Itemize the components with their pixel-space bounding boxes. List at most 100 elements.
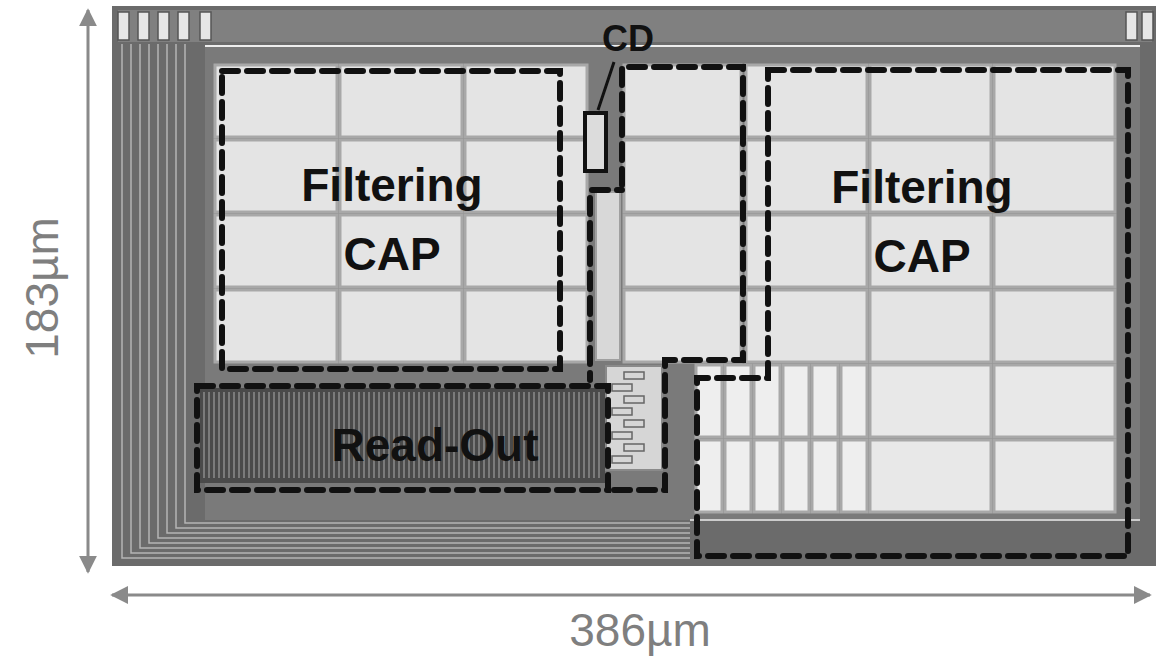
cap-cell (812, 365, 838, 437)
region-outline (694, 67, 1131, 559)
wire (158, 44, 690, 538)
dimension-width: 386µm (569, 603, 711, 657)
stripe (568, 392, 570, 478)
wire (122, 44, 690, 558)
stripe (323, 392, 325, 478)
wire (185, 44, 690, 523)
cap-cell (746, 290, 867, 362)
region-label: Filtering CAP (797, 153, 1047, 291)
cap-cell (870, 365, 991, 437)
stripe (203, 392, 205, 478)
cap-cell (783, 440, 809, 512)
cap-cell (624, 140, 741, 212)
cap-cell (624, 215, 741, 287)
cap-cell (215, 290, 337, 362)
stripe (283, 392, 285, 478)
stripe (268, 392, 270, 478)
transistor (612, 384, 632, 391)
stripe (553, 392, 555, 478)
stripe (558, 392, 560, 478)
transistor (624, 396, 644, 403)
cap-cell (465, 140, 587, 212)
cap-cell (340, 290, 462, 362)
region-label: Filtering CAP (267, 151, 517, 289)
region-outline (585, 113, 606, 171)
stripe (293, 392, 295, 478)
dimension-arrow (87, 10, 90, 572)
stripe (248, 392, 250, 478)
cap-cell (870, 65, 991, 137)
cap-cell (725, 440, 751, 512)
die-ground (112, 6, 1156, 566)
stripe (258, 392, 260, 478)
stripe (548, 392, 550, 478)
stripe (273, 392, 275, 478)
stripe (288, 392, 290, 478)
transistor (624, 444, 644, 451)
dashed-region (590, 190, 622, 380)
capacitor-cd: CD (585, 113, 606, 171)
component-label: CD (588, 12, 668, 66)
amp-block (606, 366, 662, 470)
amp-detail (612, 372, 644, 463)
stripe (298, 392, 300, 478)
stripe (543, 392, 545, 478)
cap-cell (340, 65, 462, 137)
stripe (223, 392, 225, 478)
leader-line (598, 62, 614, 110)
readout-block (200, 388, 605, 483)
wire (167, 44, 690, 533)
dimension-arrow (112, 594, 1150, 597)
region-outline (219, 68, 563, 372)
cap-cell (994, 215, 1115, 287)
stripe (308, 392, 310, 478)
core-area (205, 46, 1140, 520)
region-border (585, 113, 606, 171)
stripe (583, 392, 585, 478)
stripe (208, 392, 210, 478)
transistor (624, 420, 644, 427)
stripe (593, 392, 595, 478)
cap-cell (754, 440, 780, 512)
stripe (228, 392, 230, 478)
bond-pad (1142, 12, 1153, 40)
capacitor-cells (215, 65, 1115, 512)
bond-pad (158, 12, 169, 40)
stripe (253, 392, 255, 478)
cap-cell (841, 365, 867, 437)
cap-cell (783, 365, 809, 437)
layout-region: Filtering CAP (219, 68, 563, 372)
stripe (303, 392, 305, 478)
layout-region: Filtering CAP (694, 67, 1131, 559)
wire (149, 44, 690, 543)
stripe (328, 392, 330, 478)
cap-cell (994, 440, 1115, 512)
cap-cell (870, 290, 991, 362)
cap-cell (215, 65, 337, 137)
dashed-region (608, 67, 743, 490)
stripe (243, 392, 245, 478)
wire (690, 519, 1140, 521)
bond-pad (138, 12, 149, 40)
stripe (573, 392, 575, 478)
transistor (612, 408, 632, 415)
region-label: Read-Out (270, 411, 600, 480)
bond-pad (1126, 12, 1137, 40)
cap-cell (870, 440, 991, 512)
cap-cell (994, 365, 1115, 437)
cap-cell (746, 65, 867, 137)
layout-region: Read-Out (194, 383, 611, 493)
cap-cell (465, 290, 587, 362)
wire (176, 44, 690, 528)
cap-cell (624, 290, 741, 362)
cap-cell (465, 215, 587, 287)
transistor (624, 372, 644, 379)
stripe (213, 392, 215, 478)
wire (205, 45, 1140, 47)
stripe (218, 392, 220, 478)
stripe (588, 392, 590, 478)
region-border (197, 386, 608, 490)
bond-pad (118, 12, 129, 40)
bond-pad (178, 12, 189, 40)
